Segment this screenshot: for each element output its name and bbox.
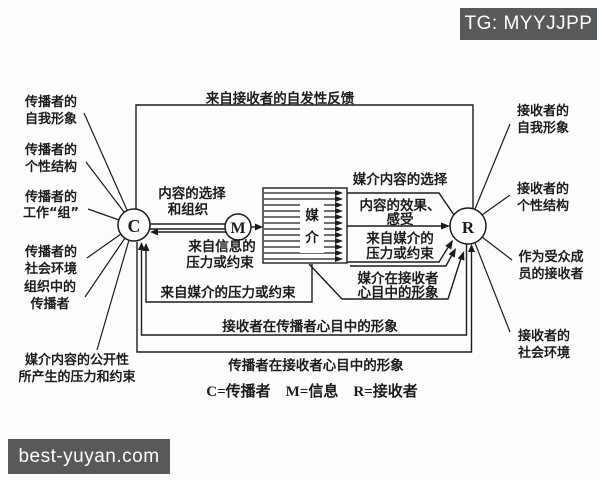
c-social-env-2: 社会环境 [24,261,77,277]
media-pressure-on-r-label-1: 来自媒介的 [365,230,434,247]
communicator-image-in-r-label: 传播者在接收者心目中的形象 [227,357,404,374]
content-select-label-2: 和组织 [168,201,209,218]
message-pressure-arrow [150,228,227,236]
r-self-image-1: 接收者的 [517,103,569,119]
content-selection-band [150,223,226,230]
effect-label-1: 内容的效果、 [360,197,441,214]
site-watermark: best-yuyan.com [8,439,170,474]
feedback-label: 来自接收者的自发性反馈 [205,90,355,107]
tg-badge: TG: MYYJJPP [460,8,597,40]
c-social-env-1: 传播者的 [24,244,77,260]
c-self-image-2: 自我形象 [25,111,77,127]
message-pressure-label-2: 压力或约束 [186,254,254,271]
communicator-letter: C [128,216,141,236]
c-self-image-1: 传播者的 [24,94,77,110]
media-image-in-receiver-path [308,248,465,300]
r-audience-member-1: 作为受众成 [518,249,583,265]
c-work-team-2: 工作“组” [23,205,79,221]
communicator-factor-labels: 传播者的 自我形象 传播者的 个性结构 传播者的 工作“组” 传播者的 社会环境… [18,94,136,385]
r-social-env-1: 接收者的 [518,328,570,344]
receiver-letter: R [462,218,475,237]
r-social-env-2: 社会环境 [517,345,570,361]
c-in-organization-1: 组织中的 [24,279,76,295]
c-work-team-1: 传播者的 [24,189,77,205]
c-personality-1: 传播者的 [24,142,77,158]
c-in-organization-2: 传播者 [29,296,69,312]
media-image-label-2: 心目中的形象 [358,284,439,301]
c-personality-2: 个性结构 [24,159,77,175]
content-select-label-1: 内容的选择 [158,185,226,202]
communicator-node: C [117,208,151,242]
message-pressure-label-1: 来自信息的 [187,238,256,255]
receiver-factor-lines [474,123,513,333]
media-pressure-on-r-label-2: 压力或约束 [366,245,434,262]
c-public-pressure-1: 媒介内容的公开性 [25,352,129,368]
media-image-label-1: 媒介在接收者 [358,270,439,287]
media-label-char1: 媒 [305,207,319,224]
effect-label-2: 感受 [387,211,414,228]
receiver-image-in-communicator-path [138,242,468,336]
message-node: M [224,213,252,241]
r-self-image-2: 自我形象 [517,120,569,136]
legend-label: C=传播者 M=信息 R=接收者 [206,382,417,400]
message-to-media-arrow [251,223,263,231]
r-personality-2: 个性结构 [516,198,569,214]
spontaneous-feedback-path [135,104,474,209]
receiver-factor-labels: 接收者的 自我形象 接收者的 个性结构 作为受众成 员的接收者 接收者的 社会环… [516,103,584,361]
receiver-image-in-c-label: 接收者在传播者心目中的形象 [222,318,398,335]
receiver-node: R [449,207,487,245]
media-label-backing [300,203,324,253]
communicator-image-in-receiver-path [136,242,475,353]
c-public-pressure-2: 所产生的压力和约束 [18,369,136,385]
media-box: 媒 介 [262,187,348,264]
content-selection-label: 媒介内容的选择 [353,171,448,188]
media-pressure-on-communicator-path [142,243,313,303]
media-pressure-on-c-label: 来自媒介的压力或约束 [160,284,296,301]
media-to-receiver-banner [347,192,455,263]
r-personality-1: 接收者的 [517,181,569,197]
message-letter: M [230,220,245,237]
r-audience-member-2: 员的接收者 [518,266,583,282]
media-label-char2: 介 [304,230,319,246]
communicator-factor-lines [83,112,130,351]
